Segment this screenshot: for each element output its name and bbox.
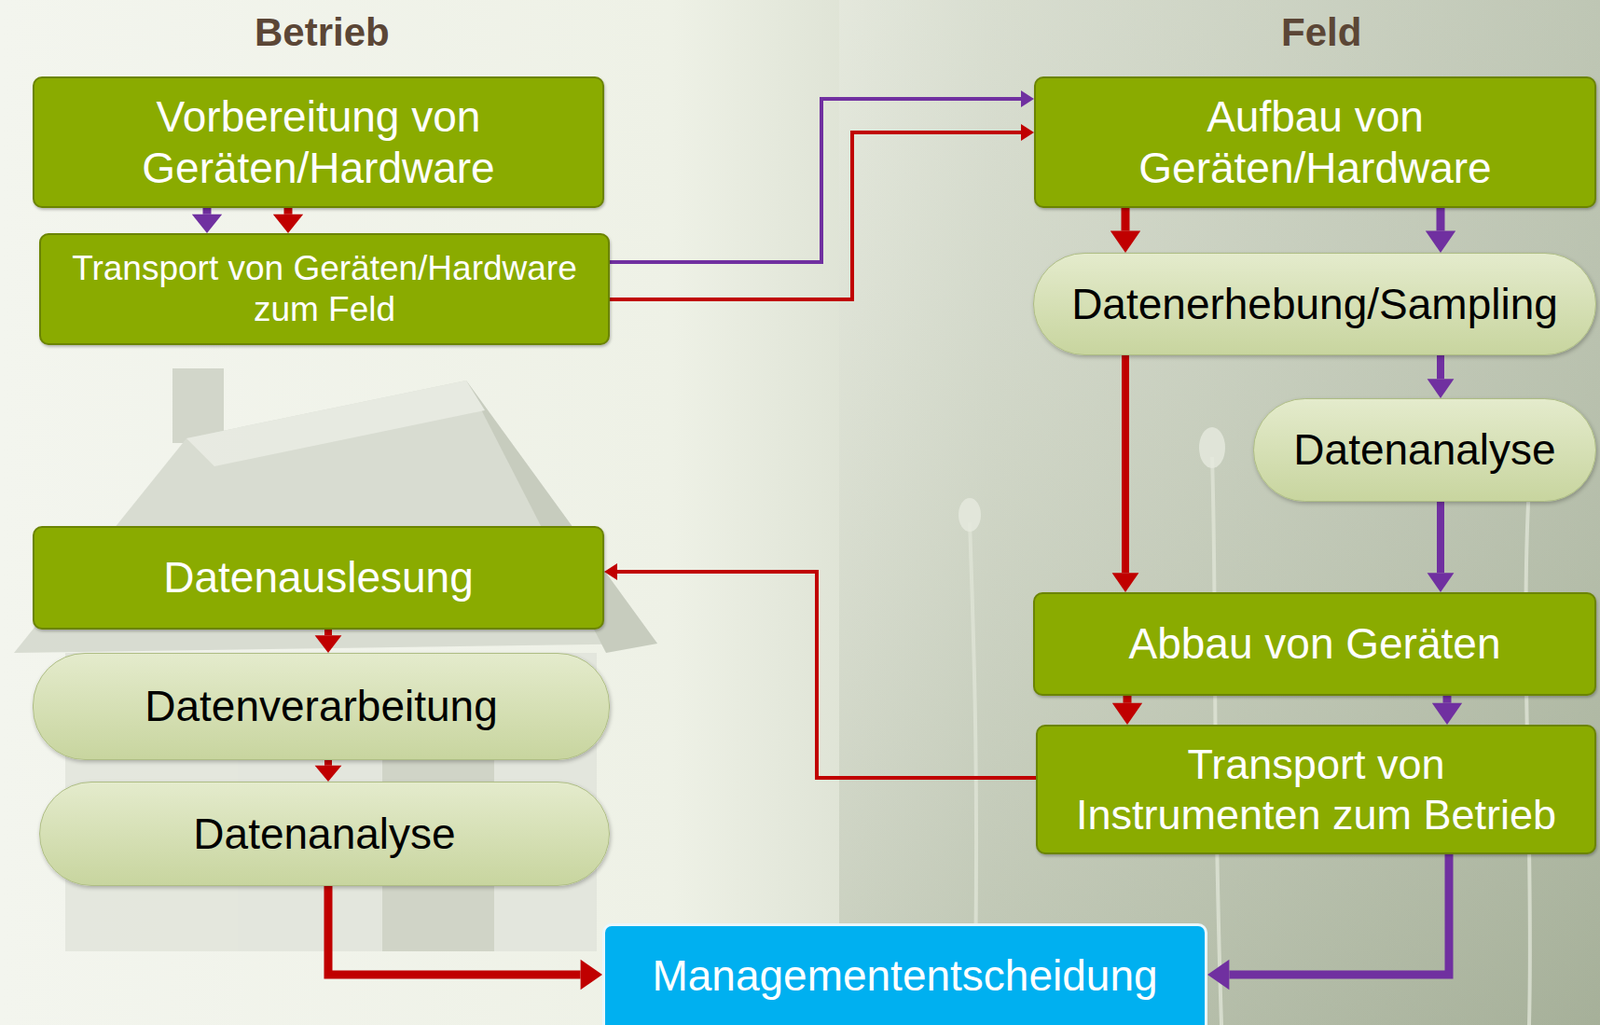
connector-line: [328, 885, 581, 975]
arrow-head: [192, 214, 222, 234]
connector-arrow: [1112, 355, 1140, 593]
arrow-head: [580, 959, 603, 990]
connector-arrow: [1425, 207, 1456, 253]
connector-arrow: [315, 759, 343, 782]
connector-arrow: [1427, 355, 1455, 399]
connector-line: [324, 629, 332, 635]
connector-line: [617, 571, 1036, 778]
connector-line: [1436, 207, 1446, 232]
box-text: Datenauslesung: [163, 551, 473, 603]
activity-pill: Datenanalyse: [39, 781, 610, 886]
arrow-head: [604, 563, 618, 580]
connector-line: [1228, 854, 1449, 975]
box-text: Transport von Instrumenten zum Betrieb: [1066, 739, 1566, 839]
arrow-head: [1020, 90, 1035, 108]
box-text: Transport von Geräten/Hardware zum Feld: [63, 248, 586, 330]
connector-line: [1121, 207, 1131, 232]
arrow-head: [1425, 231, 1456, 253]
arrow-head: [1427, 572, 1455, 593]
process-box: Transport von Geräten/Hardware zum Feld: [39, 233, 610, 345]
connector-arrow: [604, 563, 1036, 778]
arrow-head: [273, 214, 304, 234]
arrow-head: [1110, 231, 1141, 253]
process-box: Vorbereitung von Geräten/Hardware: [32, 76, 605, 208]
arrow-head: [1432, 703, 1463, 725]
connector-arrow: [328, 885, 603, 990]
activity-pill: Datenerhebung/Sampling: [1033, 252, 1597, 356]
process-box: Transport von Instrumenten zum Betrieb: [1035, 724, 1597, 855]
connector-line: [324, 759, 332, 766]
box-text: Abbau von Geräten: [1129, 618, 1502, 669]
connector-arrow: [1432, 695, 1463, 725]
box-text: Vorbereitung von Geräten/Hardware: [109, 91, 529, 194]
box-text: Datenverarbeitung: [144, 680, 497, 732]
arrow-head: [1207, 959, 1229, 990]
box-text: Datenanalyse: [1293, 424, 1556, 475]
connector-arrow: [609, 90, 1035, 263]
field-shade: [839, 0, 1600, 1025]
connector-line: [1436, 501, 1445, 573]
arrow-head: [315, 765, 343, 782]
house-illustration: [13, 368, 658, 952]
connector-line: [1436, 355, 1445, 379]
process-box: Abbau von Geräten: [1033, 592, 1597, 696]
column-heading: Betrieb: [254, 10, 390, 56]
connector-line: [203, 207, 212, 215]
column-heading: Feld: [1281, 10, 1362, 56]
connector-line: [609, 132, 1021, 300]
connector-line: [1121, 355, 1130, 573]
box-text: Aufbau von Geräten/Hardware: [1129, 91, 1503, 194]
process-box: Aufbau von Geräten/Hardware: [1034, 76, 1597, 208]
connector-line: [1443, 695, 1452, 704]
connector-arrow: [1112, 695, 1143, 725]
connector-line: [284, 207, 293, 215]
box-text: Datenanalyse: [193, 808, 456, 859]
connector-line: [1123, 695, 1132, 704]
connector-arrow: [273, 207, 304, 234]
connector-arrow: [1207, 854, 1449, 990]
decision-box: Managemententscheidung: [602, 923, 1208, 1025]
connector-arrow: [1427, 501, 1455, 593]
arrow-head: [1020, 124, 1035, 141]
activity-pill: Datenanalyse: [1253, 398, 1597, 502]
arrow-head: [1112, 572, 1140, 593]
arrow-head: [315, 634, 343, 653]
process-box: Datenauslesung: [32, 525, 605, 630]
connector-arrow: [1110, 207, 1141, 253]
arrow-head: [1427, 378, 1455, 399]
connector-line: [609, 98, 1021, 263]
connector-arrow: [609, 124, 1035, 300]
arrow-head: [1112, 703, 1143, 725]
connector-arrow: [192, 207, 222, 234]
activity-pill: Datenverarbeitung: [32, 652, 610, 760]
box-text: Datenerhebung/Sampling: [1071, 278, 1559, 330]
connector-arrow: [315, 629, 343, 653]
box-text: Managemententscheidung: [651, 950, 1158, 1001]
